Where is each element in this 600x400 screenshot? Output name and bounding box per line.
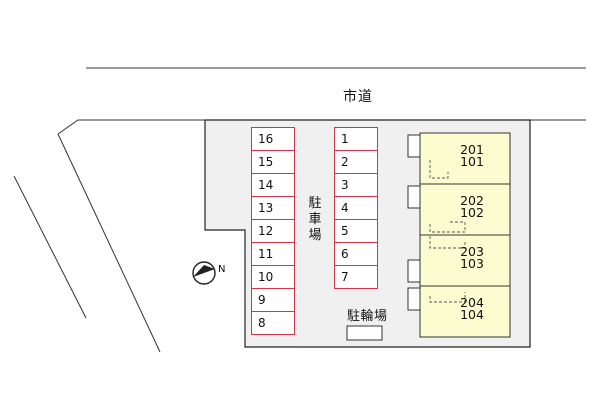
parking-label: 駐車場 (308, 196, 322, 243)
unit-upper: 201 (460, 142, 484, 157)
bicycle-parking-label: 駐輪場 (347, 309, 388, 324)
parking-space: 2 (334, 150, 378, 174)
compass-label: N (218, 264, 225, 275)
parking-space: 12 (251, 219, 295, 243)
parking-space: 16 (251, 127, 295, 151)
unit-lower: 102 (460, 205, 484, 220)
unit-lower: 103 (460, 256, 484, 271)
unit-lower: 104 (460, 307, 484, 322)
unit-upper: 203 (460, 244, 484, 259)
unit-lower: 101 (460, 154, 484, 169)
parking-space: 3 (334, 173, 378, 197)
parking-space: 9 (251, 288, 295, 312)
bicycle-parking (346, 325, 383, 341)
entrance-notches (407, 134, 421, 311)
parking-space: 8 (251, 311, 295, 335)
dashed-outlines (429, 160, 466, 303)
parking-space: 11 (251, 242, 295, 266)
unit-upper: 202 (460, 193, 484, 208)
parking-space: 13 (251, 196, 295, 220)
road-label: 市道 (343, 89, 373, 105)
parking-space: 14 (251, 173, 295, 197)
parking-space: 1 (334, 127, 378, 151)
road-edge-diagonal-right (57, 133, 161, 353)
parking-space: 4 (334, 196, 378, 220)
parking-space: 6 (334, 242, 378, 266)
parking-space: 5 (334, 219, 378, 243)
compass-icon: N (192, 261, 225, 285)
parking-space: 15 (251, 150, 295, 174)
road-edge-diagonal-left (13, 175, 87, 319)
unit-upper: 204 (460, 295, 484, 310)
parking-space: 10 (251, 265, 295, 289)
parking-space: 7 (334, 265, 378, 289)
